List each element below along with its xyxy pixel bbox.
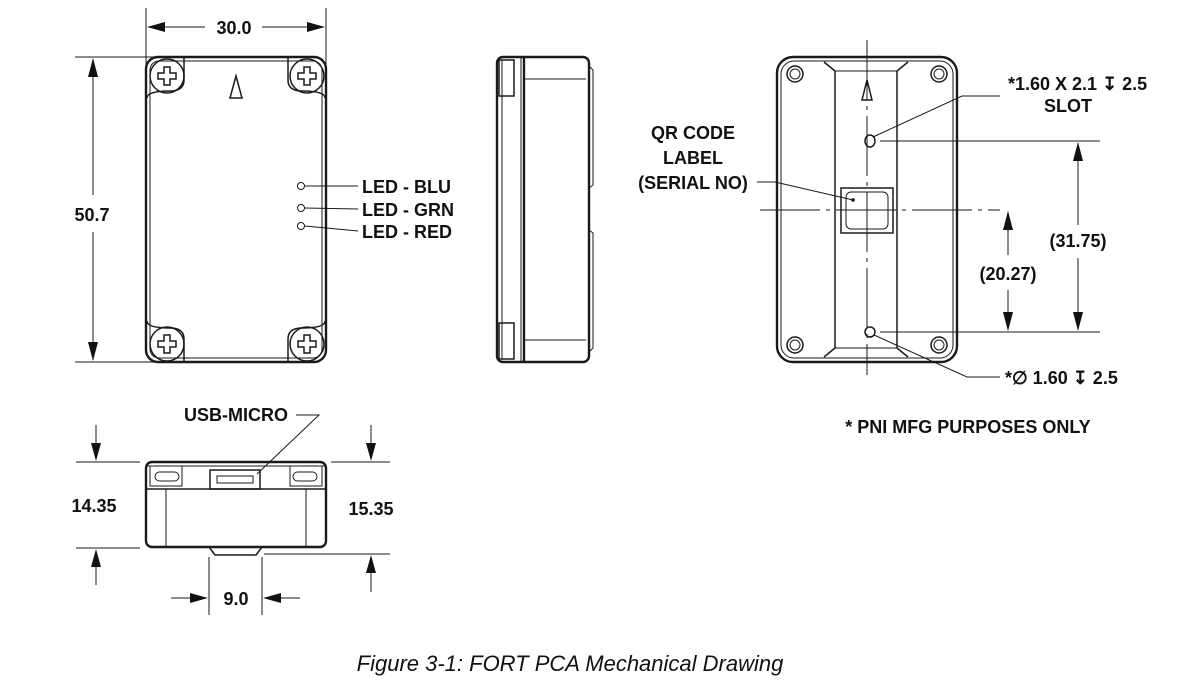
dim-15-35: 15.35 <box>348 499 393 519</box>
qr-callout-line1: QR CODE <box>651 123 735 143</box>
screw-icon <box>289 326 325 362</box>
mount-hole-icon <box>930 336 948 354</box>
arrow-head <box>307 22 325 32</box>
mfg-note: * PNI MFG PURPOSES ONLY <box>845 417 1090 437</box>
dim-31-75: (31.75) <box>1049 231 1106 251</box>
screw-icon <box>149 326 185 362</box>
screw-icon <box>289 58 325 94</box>
qr-callout-line3: (SERIAL NO) <box>638 173 748 193</box>
end-view: USB-MICRO 14.35 15.35 9.0 <box>71 405 394 615</box>
usb-callout: USB-MICRO <box>184 405 288 425</box>
screw-icon <box>149 58 185 94</box>
orientation-marker-icon <box>229 73 243 99</box>
led-blu-label: LED - BLU <box>362 177 451 197</box>
led-green-indicator <box>297 204 305 212</box>
led-red-indicator <box>297 222 305 230</box>
bottom-view: QR CODE LABEL (SERIAL NO) *1.60 X 2.1 ↧ … <box>638 40 1147 437</box>
top-view: 30.0 50.7 LED - BLU LED - GRN LED - RED <box>74 8 454 364</box>
end-outline <box>144 460 328 549</box>
enclosure-outline <box>144 55 328 364</box>
hole-callout: *∅ 1.60 ↧ 2.5 <box>1005 368 1118 388</box>
side-outline <box>495 55 591 364</box>
mount-hole-icon <box>930 65 948 83</box>
enclosure-inner-outline <box>149 60 323 359</box>
figure-caption: Figure 3-1: FORT PCA Mechanical Drawing <box>357 651 784 676</box>
led-red-label: LED - RED <box>362 222 452 242</box>
orientation-marker-icon <box>861 79 873 101</box>
height-dimension: 50.7 <box>74 205 109 225</box>
arrow-head <box>88 58 98 77</box>
arrow-head <box>88 342 98 361</box>
dim-20-27: (20.27) <box>979 264 1036 284</box>
qr-callout-line2: LABEL <box>663 148 723 168</box>
led-blue-indicator <box>297 182 305 190</box>
mount-hole-icon <box>786 336 804 354</box>
slot-callout-line1: *1.60 X 2.1 ↧ 2.5 <box>1008 74 1147 94</box>
led-grn-label: LED - GRN <box>362 200 454 220</box>
qr-code-label-area <box>840 187 894 234</box>
hole-feature <box>864 326 876 338</box>
dim-9-0: 9.0 <box>223 589 248 609</box>
arrow-head <box>147 22 165 32</box>
side-view <box>495 55 594 364</box>
slot-callout-line2: SLOT <box>1044 96 1092 116</box>
dim-14-35: 14.35 <box>71 496 116 516</box>
mount-hole-icon <box>786 65 804 83</box>
slot-feature <box>864 134 876 148</box>
usb-micro-port <box>209 469 261 490</box>
width-dimension: 30.0 <box>216 18 251 38</box>
